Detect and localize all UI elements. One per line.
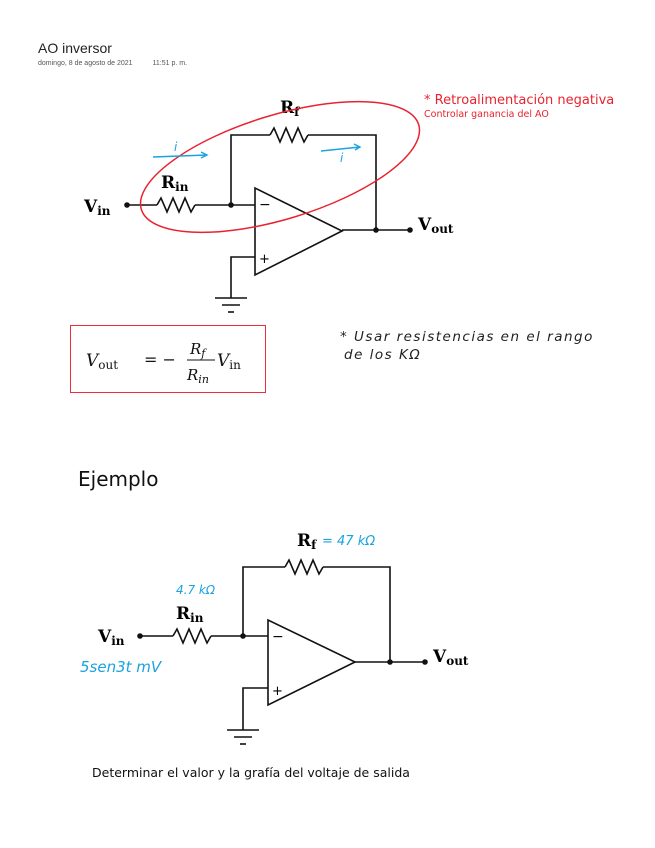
current-arrow-2 [320, 146, 361, 152]
rf-resistor [269, 125, 309, 145]
handwritten-note: * Usar resistencias en el rango de los K… [340, 328, 594, 364]
example-minus-sign: − [272, 629, 284, 645]
page-timestamp: domingo, 8 de agosto de 2021 11:51 p. m. [38, 60, 205, 67]
vin-label: Vin [83, 197, 111, 218]
page-date: domingo, 8 de agosto de 2021 [38, 60, 133, 67]
example-plus-sign: + [272, 684, 283, 699]
output-node [373, 227, 379, 233]
gain-formula: Vout = − Rf Rin Vin [86, 340, 241, 386]
example-ground-wire [242, 687, 268, 730]
formula-denominator: Rin [186, 366, 209, 386]
formula-numerator: Rf [189, 340, 207, 360]
current-label-2: i [340, 151, 344, 165]
formula-vin: Vin [217, 351, 241, 372]
example-rin-resistor [172, 626, 212, 646]
example-vin-value: 5sen3t mV [80, 658, 163, 676]
example-rin-value: 4.7 kΩ [176, 583, 216, 597]
handwritten-note-line2: de los KΩ [344, 347, 422, 363]
formula-lhs: Vout [86, 351, 118, 372]
example-vin-terminal [137, 633, 143, 639]
example-vout-label: Vout [432, 647, 469, 668]
example-rf-value: = 47 kΩ [322, 534, 375, 549]
ground-wire [230, 256, 255, 298]
feedback-right-wire [308, 134, 377, 230]
vin-terminal [124, 202, 130, 208]
feedback-subtitle: Controlar ganancia del AO [424, 109, 549, 120]
example-task: Determinar el valor y la grafía del volt… [92, 765, 410, 780]
feedback-note: * Retroalimentación negativa Controlar g… [424, 93, 614, 120]
example-feedback-left-wire [242, 566, 285, 636]
gain-formula-box [70, 325, 266, 393]
rin-label: Rin [161, 173, 189, 194]
example-rf-label: Rf [297, 531, 317, 552]
feedback-highlight-ellipse [139, 100, 421, 234]
example-inverting-node [240, 633, 246, 639]
current-arrow-1 [152, 154, 208, 158]
feedback-title: * Retroalimentación negativa [424, 93, 615, 108]
example-rin-label: Rin [176, 604, 204, 625]
page-time: 11:51 p. m. [152, 60, 188, 67]
example-opamp-triangle [267, 618, 357, 707]
feedback-left-wire [230, 134, 270, 205]
opamp-triangle [254, 186, 344, 277]
example-heading: Ejemplo [78, 467, 159, 491]
plus-sign: + [259, 252, 270, 267]
example-output-node [387, 659, 393, 665]
vout-terminal [407, 227, 413, 233]
inverting-node [228, 202, 234, 208]
example-vout-terminal [422, 659, 428, 665]
rf-label: Rf [280, 98, 300, 119]
example-feedback-right-wire [323, 566, 391, 662]
example-vin-label: Vin [97, 627, 125, 648]
example-rf-resistor [284, 557, 324, 577]
handwritten-note-line1: * Usar resistencias en el rango [340, 329, 594, 345]
current-label-1: i [174, 140, 178, 154]
page-title: AO inversor [38, 40, 112, 56]
rin-resistor [156, 195, 196, 215]
vout-label: Vout [417, 215, 454, 236]
formula-equals: = − [144, 350, 176, 369]
minus-sign: − [259, 197, 271, 213]
